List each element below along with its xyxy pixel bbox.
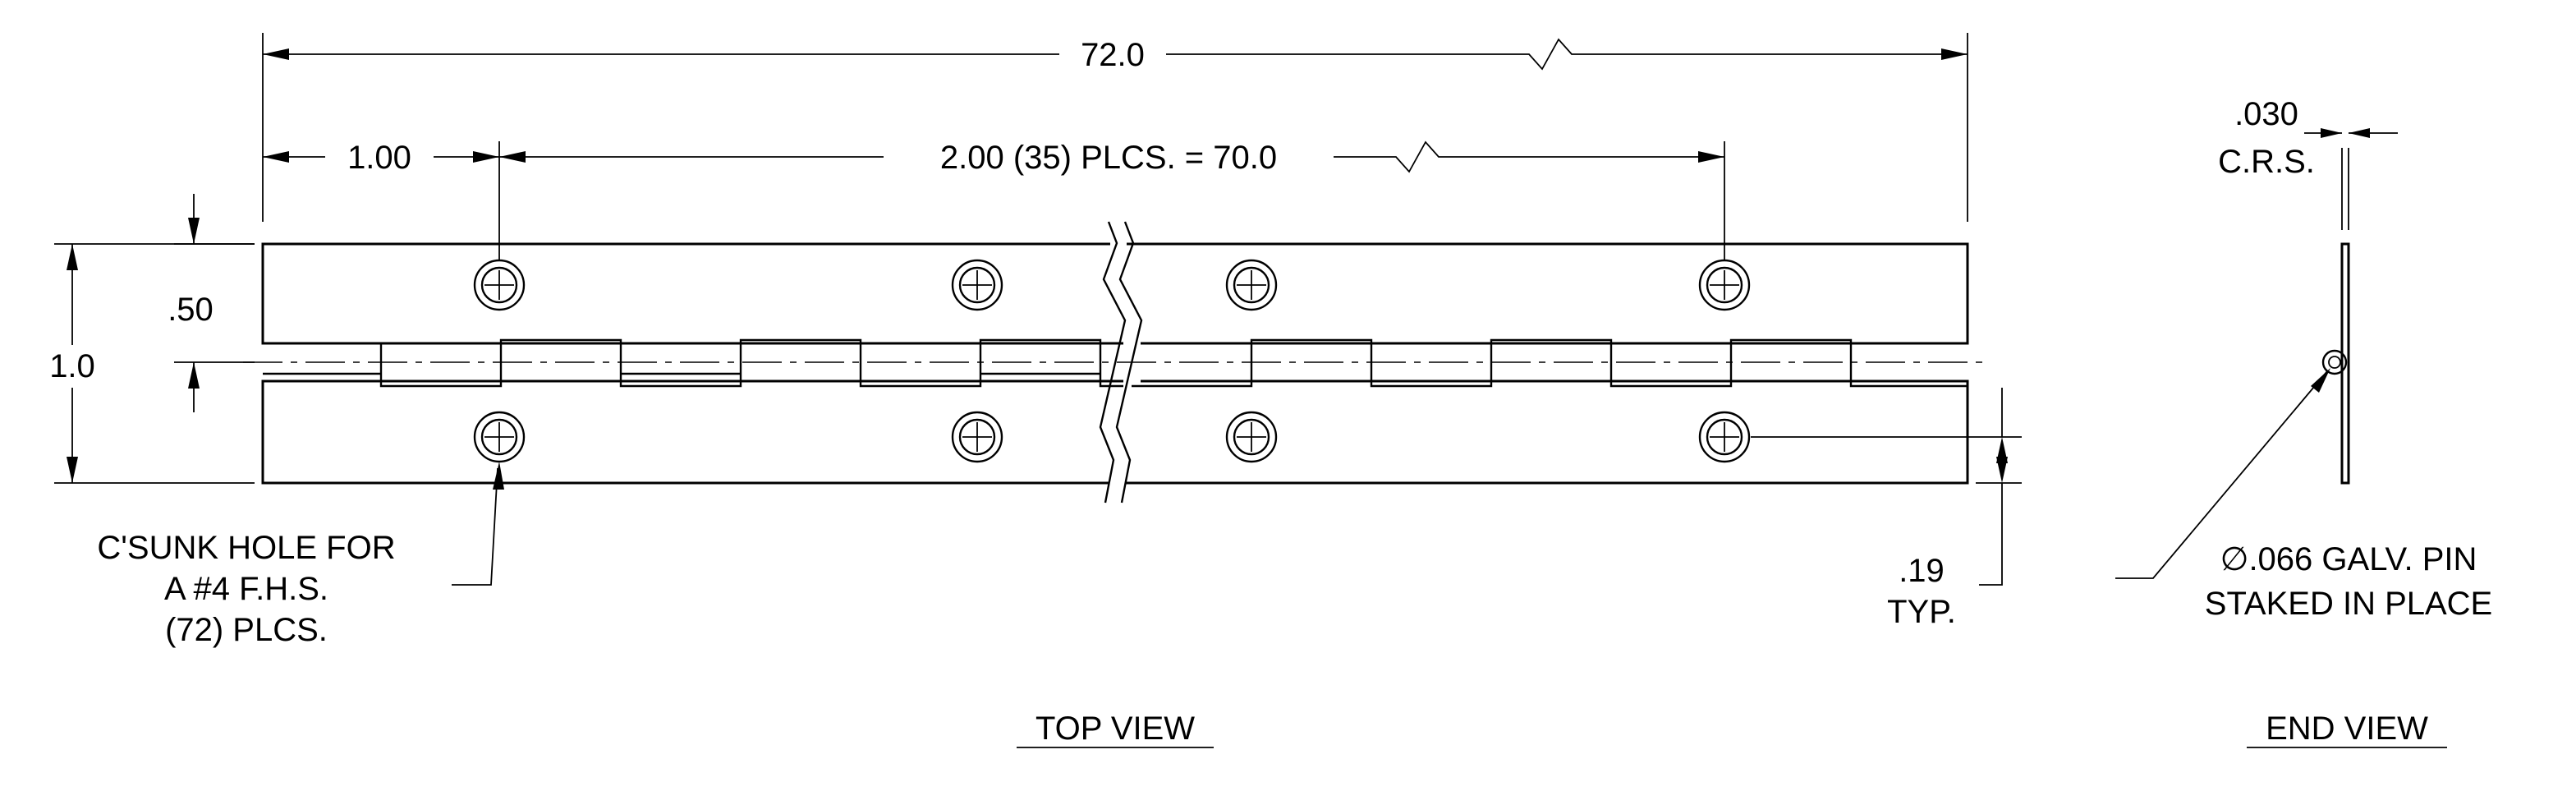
dim-hole-spacing-text: 2.00 (35) PLCS. = 70.0 (940, 140, 1277, 176)
hole-note-line-1: C'SUNK HOLE FOR (97, 530, 395, 566)
dim-overall-length: 72.0 (262, 33, 1968, 222)
dim-edge-to-hole-text: 1.00 (347, 140, 411, 176)
hole-lower-4 (1698, 411, 1751, 463)
break-line-left (1099, 221, 1127, 504)
upper-leaf (261, 242, 1969, 345)
end-view-pin-inner (2328, 356, 2341, 369)
hole-lower-1 (473, 411, 526, 463)
dim-overall-length-text: 72.0 (1081, 37, 1145, 73)
end-view-title: END VIEW (2266, 711, 2428, 747)
hole-note-line-3: (72) PLCS. (165, 612, 328, 648)
hole-lower-3 (1225, 411, 1278, 463)
dim-center-height: .50 (168, 194, 255, 412)
pin-note-line-2: STAKED IN PLACE (2205, 586, 2492, 622)
hole-upper-3 (1225, 259, 1278, 311)
hole-lower-2 (951, 411, 1003, 463)
dim-hole-edge-offset-value: .19 (1899, 553, 1945, 589)
dim-thickness-value: .030 (2234, 96, 2298, 132)
top-view-title: TOP VIEW (1035, 711, 1195, 747)
end-view-pin (2321, 349, 2348, 375)
top-view: 72.0 1.00 2.00 (35) PLCS. = 70.0 .50 (49, 33, 2022, 748)
pin-note-line-1: ∅.066 GALV. PIN (2220, 541, 2477, 577)
break-line-right (1115, 221, 1143, 504)
dim-hole-edge-offset-qualifier: TYP. (1887, 594, 1956, 630)
end-view: .030 C.R.S. ∅.066 GALV. PIN STAKED IN PL… (2115, 96, 2492, 748)
pin-leader: ∅.066 GALV. PIN STAKED IN PLACE (2115, 368, 2492, 622)
dim-center-height-text: .50 (168, 292, 214, 328)
dim-hole-edge-offset: .19 TYP. (1751, 388, 2022, 630)
hole-upper-2 (951, 259, 1003, 311)
dim-thickness: .030 C.R.S. (2218, 96, 2398, 230)
dim-overall-width-text: 1.0 (49, 348, 95, 384)
dim-hole-spacing: 2.00 (35) PLCS. = 70.0 (499, 140, 1725, 260)
hole-note-line-2: A #4 F.H.S. (164, 571, 328, 607)
knuckle-lines (263, 338, 1968, 388)
hole-leader: C'SUNK HOLE FOR A #4 F.H.S. (72) PLCS. (97, 462, 504, 648)
dim-thickness-qualifier: C.R.S. (2218, 144, 2315, 180)
hole-upper-4 (1698, 259, 1751, 311)
hole-upper-1 (473, 259, 526, 311)
end-view-leaf (2340, 242, 2350, 485)
dim-overall-width: 1.0 (49, 243, 255, 484)
dim-edge-to-hole: 1.00 (263, 140, 500, 260)
lower-leaf (261, 379, 1969, 485)
